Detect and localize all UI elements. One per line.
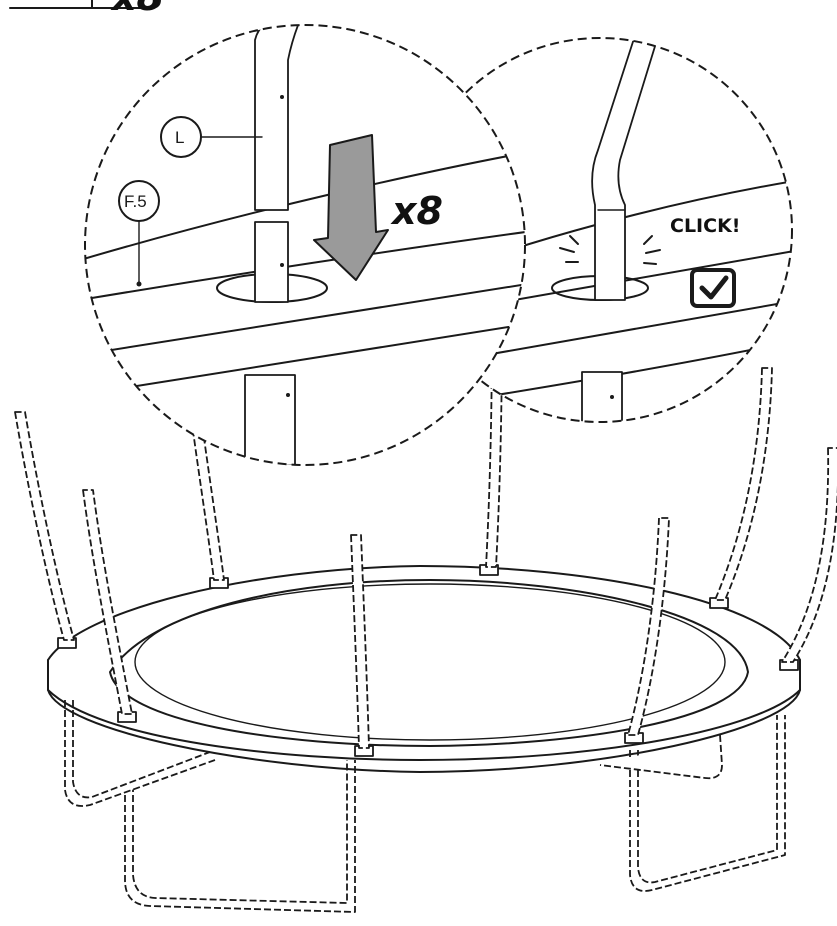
part-label-frame-text: F.5 (124, 192, 147, 211)
part-label-pole: L (160, 116, 263, 158)
pole-4 (350, 534, 370, 749)
leg-left-back (64, 700, 216, 807)
leg-right-back (599, 734, 723, 780)
pole-2 (82, 489, 133, 715)
frame-ring-outer-top (47, 565, 801, 661)
frame-ring-outer-bottom (47, 659, 801, 773)
pole-7 (714, 367, 773, 601)
frame-sockets (57, 564, 799, 757)
pole-8 (781, 447, 837, 663)
quantity-badge-text: x8 (110, 0, 163, 19)
pole-1 (14, 411, 75, 641)
multiplier-label: x8 (390, 189, 443, 233)
trampoline-frame (47, 564, 801, 913)
part-label-frame: F.5 (118, 180, 160, 287)
quantity-badge: x8 (9, 0, 163, 19)
enclosure-poles (14, 321, 837, 749)
click-sound-marks-icon (559, 235, 661, 265)
pole-6 (627, 517, 670, 736)
checkmark-icon (690, 268, 736, 308)
frame-ring-inner (109, 579, 749, 747)
arrow-down-icon (313, 134, 389, 281)
jumping-mat (134, 583, 726, 741)
click-label: CLICK! (670, 215, 740, 237)
leg-front (124, 735, 356, 913)
part-label-pole-text: L (175, 128, 184, 147)
